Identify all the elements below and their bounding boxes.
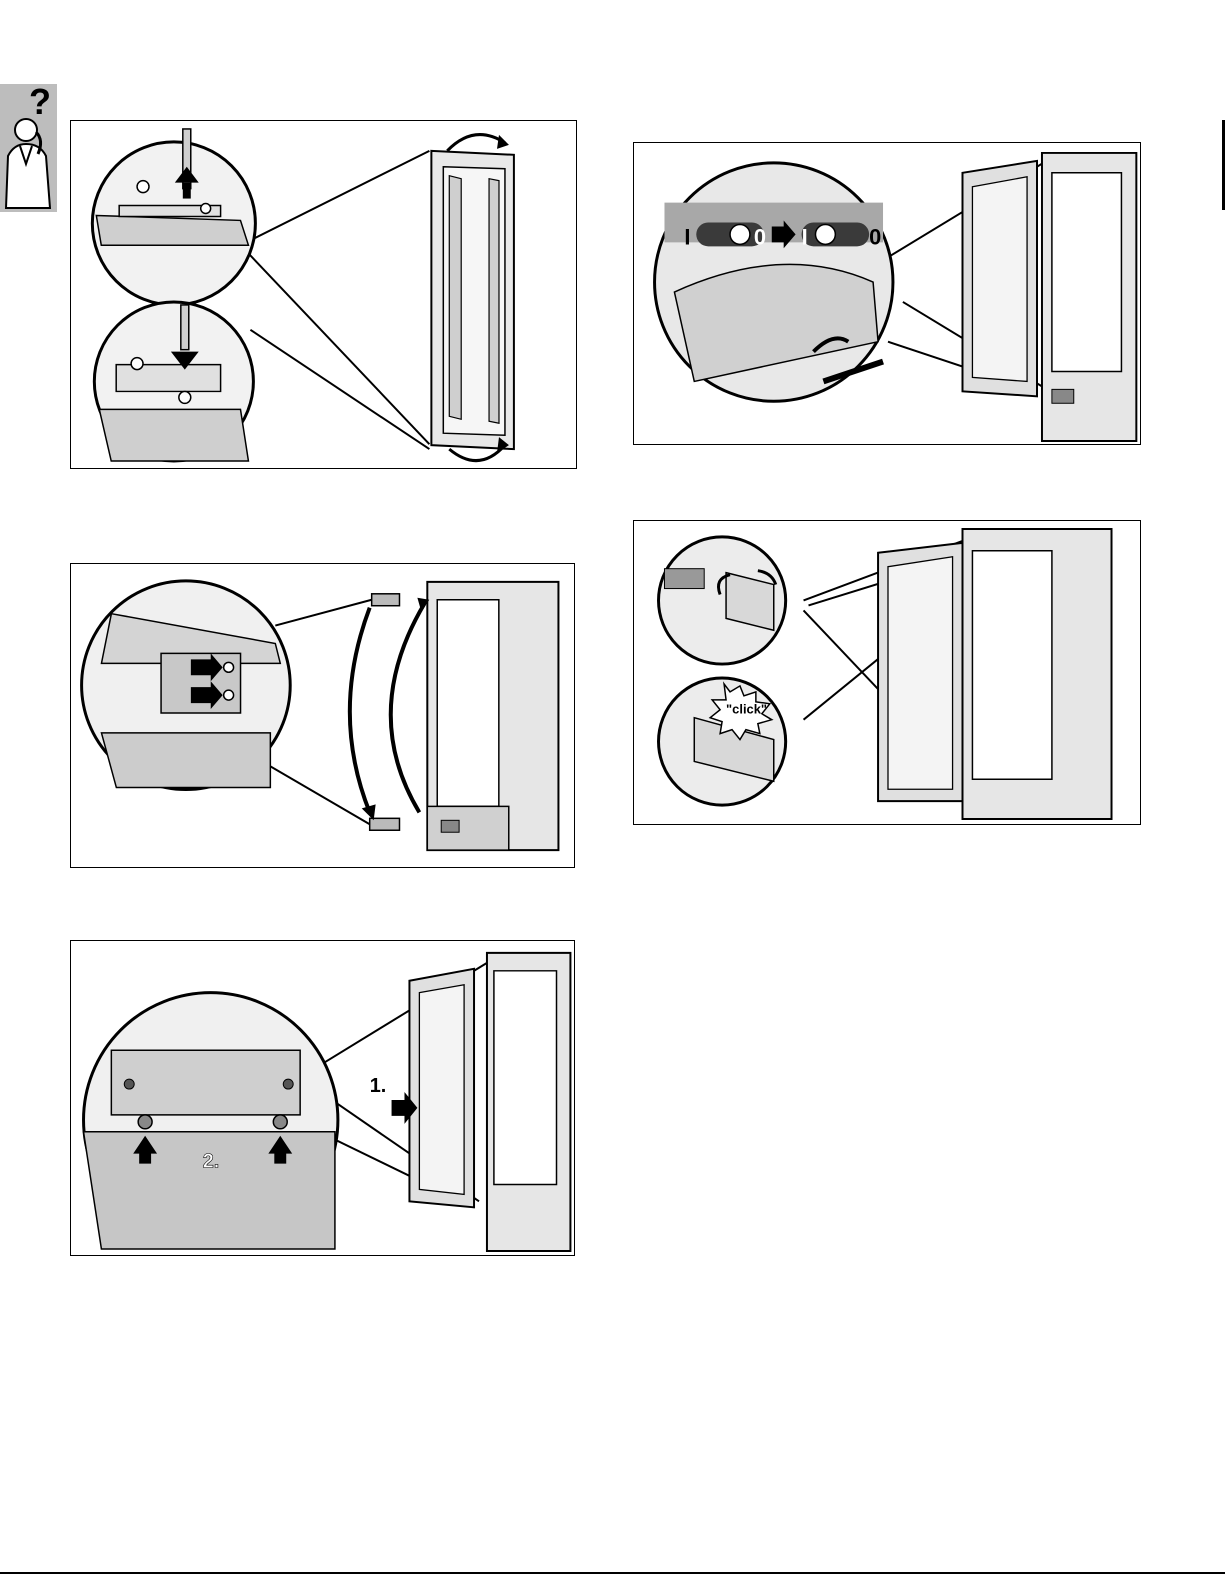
svg-text:?: ? [29, 84, 51, 122]
mark-left-0: 0 [754, 224, 766, 249]
magnifier-hinge-bracket [82, 581, 291, 790]
mark-right-i: I [802, 224, 808, 249]
figure-hinge-fix-steps: 1. 2. [70, 940, 575, 1256]
click-label: "click" [726, 702, 767, 717]
magnifier-screw-down [94, 302, 253, 461]
cabinet [427, 582, 558, 850]
magnifier-screw-up [92, 129, 255, 305]
question-person-icon: ? [0, 84, 57, 212]
door-and-cabinet [409, 953, 570, 1251]
step-2-label: 2. [203, 1151, 220, 1173]
step-1-label: 1. [370, 1075, 387, 1097]
door-and-cabinet [878, 529, 1111, 819]
magnifier-hinge-position [655, 163, 893, 401]
mark-left-i: I [684, 224, 690, 249]
figure-hinge-cover: "click" [633, 520, 1141, 825]
figure-hinge-adjust: I 0 I 0 [633, 142, 1141, 445]
mark-right-0: 0 [869, 224, 881, 249]
magnifier-hinge-screws: 2. [84, 993, 338, 1249]
figure-hinge-screws [70, 120, 577, 469]
magnifier-cover-click: "click" [659, 678, 786, 805]
figure-hinge-swap [70, 563, 575, 868]
door-and-cabinet [962, 153, 1136, 441]
magnifier-cover-attach [659, 537, 786, 664]
door-panel [431, 151, 514, 449]
footer-rule [0, 1572, 1225, 1574]
